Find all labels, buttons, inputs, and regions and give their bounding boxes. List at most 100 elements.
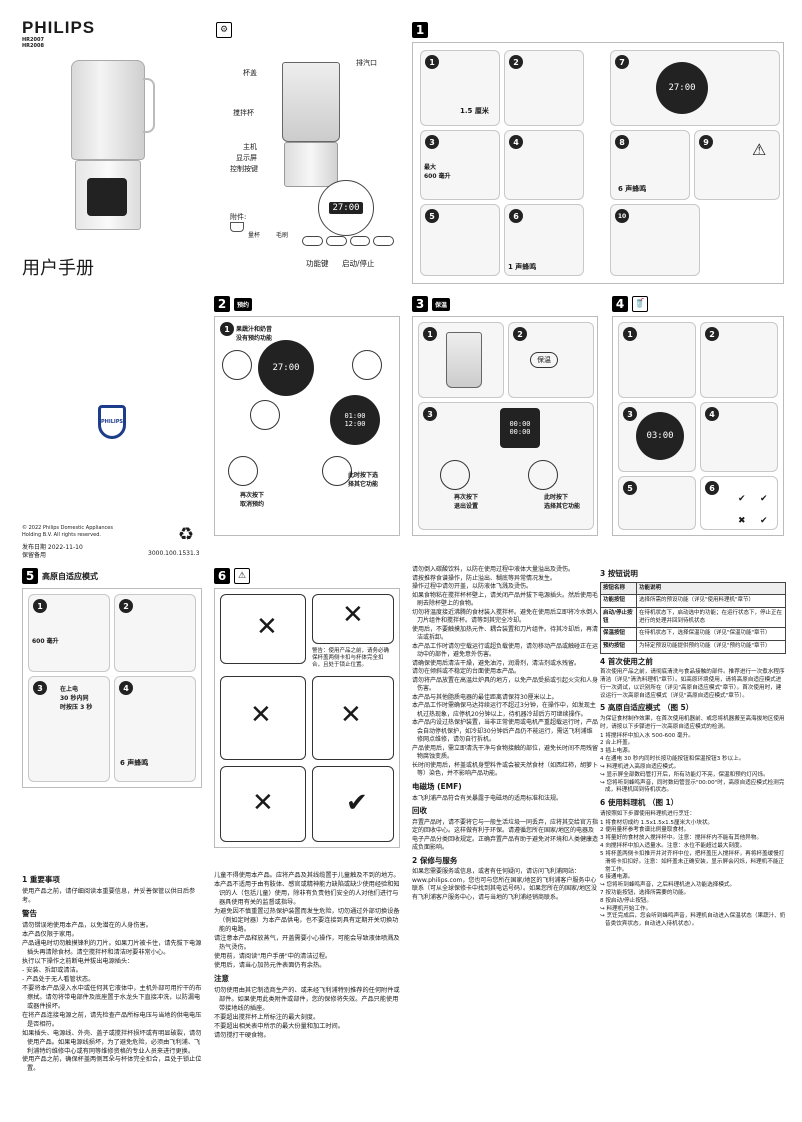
button-strip <box>302 236 394 246</box>
list-item: 5 将杯盖两侧卡扣推开并对齐杯中位，把杯盖压入搅拌杯，再将杯盖缓慢打滑将卡扣扣好… <box>600 850 785 873</box>
model-1: HR2007 <box>22 37 44 43</box>
reserve-btn-right <box>352 350 382 380</box>
list-item: 本产品内设过热保护装置，当非正常使用或电机严重超载运行时，产品会自动停机保护，如… <box>412 719 599 744</box>
altitude-press-label: 在上电 30 秒内同 时按压 3 秒 <box>60 686 93 711</box>
list-item: 2 合上杯盖。 <box>600 740 634 747</box>
list-item: 本产品工作时请勿空载运行或超负载使用，请勿移动产品或触碰正在运动中的部件，避免意… <box>412 642 599 659</box>
list-item: - 安装、拆卸或清洁。 <box>22 966 82 974</box>
list-item: 1 将食材切成约 1.5x1.5x1.5厘米大小块状。 <box>600 819 714 826</box>
warning-note: 警告：使用产品之前，请务必确保杯盖两侧卡扣与杯体完全扣合，且处于锁止位置。 <box>312 648 390 669</box>
list-item: 儿童不得使用本产品。应将产品及其线缆置于儿童触及不到的地方。 <box>214 872 400 879</box>
list-item: ↪ 料理机开始工作。 <box>600 905 652 912</box>
list-item: 7 按功能按钮，选择所需要的功能。 <box>600 890 690 896</box>
reserve-display: 27:00 <box>258 340 314 396</box>
list-item: 请按推荐食谱操作，防止溢出、糊底等异常情况发生。 <box>412 574 557 582</box>
reserve-note: 果蔬汁和奶昔 没有预约功能 <box>236 326 273 342</box>
list-item: 请勿将产品放置在高温灶炉具的地方，以免产品受损或引起火灾和人身伤害。 <box>412 676 599 693</box>
label-brush: 毛刷 <box>276 232 289 239</box>
parts-control-panel: 27:00 <box>318 180 374 236</box>
beep-6-label: 6 声蜂鸣 <box>618 185 647 193</box>
emf-text: 本飞利浦产品符合有关暴露于电磁场的适用标准和法规。 <box>412 794 563 802</box>
list-item: 如果插头、电源线、外壳、盖子或搅拌杯损坏或有明显破裂，请勿使用产品。如果电源线损… <box>22 1029 202 1055</box>
list-item: ↪ 您将听到蜂鸣声音，之后料理机进入功能选择模式。 <box>600 882 736 889</box>
label-accessories: 附件: <box>230 213 247 221</box>
list-item: 长时间使用后，杯盖或机身塑料件或会被天然食材（如西红柿，胡萝卜等）染色，并不影响… <box>412 761 599 778</box>
list-item: 如果食物粘在搅拌杯杯壁上，请关闭产品并拔下电源插头。然后使用毛刷去除杯壁上的食物… <box>412 591 599 608</box>
list-item: 1 将搅拌杯中加入水 500-600 毫升。 <box>600 732 694 739</box>
list-item: 4 在通电 30 秒内同时长按功能按钮和保温按钮3 秒以上。 <box>600 756 745 763</box>
keepwarm-other-btn <box>528 460 558 490</box>
list-item: 使用后，不要触摸加热元件、耦合装置和刀片组件。待其冷却后，再清洁或拆卸。 <box>412 625 599 642</box>
philips-shield-logo: PHILIPS <box>98 405 126 439</box>
intro: 使用产品之前，请仔细阅读本重要信息，并妥善保管以供日后参考。 <box>22 887 196 904</box>
cross-icon: ✕ <box>256 612 278 642</box>
table-row: 功能按钮选择所需的预设功能（详见"使用料理机"章节） <box>600 594 786 608</box>
cleaning-icon: 🥤 <box>632 296 648 312</box>
recycle-text: 弃置产品时，请不要将它与一般生活垃圾一同丢弃，应将其交给官方指定的回收中心。这样… <box>412 818 599 852</box>
table-row: 预约按钮为特定预设功能提供预约功能（详见"预约功能"章节） <box>600 639 786 654</box>
table-header: 按钮名称 <box>600 581 637 596</box>
list-item: ↪ 显示屏全部数码管打开后，所有功能灯不亮，保温和预约灯闪烁。 <box>600 771 769 778</box>
keepwarm-cancel-btn <box>440 460 470 490</box>
text-column-1: 1 重要事项 使用产品之前，请仔细阅读本重要信息，并妥善保管以供日后参考。 警告… <box>22 872 202 1074</box>
list-item: - 产品处于无人看管状态。 <box>22 975 95 983</box>
reserve-cancel-text: 再次按下 取消预约 <box>240 492 265 508</box>
button-table: 按钮名称功能说明 功能按钮选择所需的预设功能（详见"使用料理机"章节） 启动/停… <box>600 581 786 654</box>
list-item: 3 插上电源。 <box>600 748 634 755</box>
heading-important: 1 重要事项 <box>22 875 60 884</box>
list-item: ↪ 烹饪完成后，您会听到蜂鸣声音，料理机自动进入保温状态（果蔬汁、奶昔类饮宾状态… <box>600 913 786 928</box>
release-date: 发布日期 2022-11-10 <box>22 544 83 551</box>
label-base: 主机 <box>243 143 257 151</box>
keepwarm-other-text: 此时按下 选择其它功能 <box>544 494 581 510</box>
reserve-btn-left <box>222 350 252 380</box>
keepwarm-jar <box>446 332 482 388</box>
beep-1-label: 1 声蜂鸣 <box>508 263 537 271</box>
altitude-water-label: 600 毫升 <box>32 638 59 645</box>
heading-emf: 电磁场 (EMF) <box>412 781 462 791</box>
cross-icon-4: ✕ <box>340 700 362 730</box>
text-column-3: 请勿倒入碳酸饮料，以防在使用过程中液体大量溢出及烫伤。 请按推荐食谱操作，防止溢… <box>412 566 598 903</box>
list-item: 产品通电时切勿触摸锋利的刀片。如果刀片被卡住，请先拔下电源插头再清除食材。清空搅… <box>22 939 202 956</box>
service-text: 如果您需要服务或信息，或者有任何疑问，请访问飞利浦网站：www.philips.… <box>412 868 598 901</box>
label-jar: 搅拌杯 <box>233 109 254 117</box>
cover-title: 用户手册 <box>22 258 94 279</box>
reserve-other-text: 此时按下选 择其它功能 <box>348 472 379 488</box>
altitude-title: 高原自适应模式 <box>42 571 98 581</box>
list-item: 不要超出搅拌杯上所标注的最大刻度。 <box>214 1013 320 1021</box>
heading-recycle: 回收 <box>412 806 427 816</box>
heading-altitude: 5 高原自适应模式 （图 5） <box>600 703 694 713</box>
table-row: 启动/停止按钮在待机状态下，启动选中的功能；在运行状态下，停止正在进行的处理并回… <box>600 606 786 629</box>
panel-number: 3 <box>412 296 428 312</box>
list-item: 请勿错误地使用本产品，以免潜在的人身伤害。 <box>22 921 152 929</box>
table-row: 保温按钮在待机状态下，选择保温功能（详见"保温功能"章节） <box>600 627 786 641</box>
dishwasher-no-icon: ✖ <box>738 516 746 526</box>
recycle-icon: ♻ <box>178 524 195 545</box>
list-item: 切勿将温度接近沸腾的食材装入搅拌杯。避免在使用后立即将冷水倒入刀片组件和搅拌杯。… <box>412 608 599 625</box>
warning-triangle-icon: ⚠ <box>234 568 250 584</box>
list-item: 本产品与其他脂质电器的最佳距离请保持30厘米以上。 <box>412 693 558 701</box>
altitude-text: 为保证食材制作效果，在首次使用机器前、或您将机器搬至高海拔地区使用时，请按以下步… <box>600 715 785 730</box>
list-item: 不要超出相关表中所示的最大份量和加工时间。 <box>214 1022 344 1030</box>
label-func-key: 功能键 <box>306 259 329 268</box>
panel-number: 2 <box>214 296 230 312</box>
heading-first-use: 4 首次使用之前 <box>600 656 653 666</box>
list-item: 请勿在倾斜或不稳定的台面使用本产品。 <box>412 668 521 676</box>
altitude-beep-label: 6 声蜂鸣 <box>120 759 149 767</box>
list-item: 请确保使用后清洁干燥，避免油污，润滑剂，清洁剂或水残留。 <box>412 659 581 667</box>
list-item: 请勿搅打干硬食物。 <box>214 1031 270 1039</box>
label-control: 控制按键 <box>230 165 258 173</box>
text-column-4: 3 按钮说明 按钮名称功能说明 功能按钮选择所需的预设功能（详见"使用料理机"章… <box>600 566 786 929</box>
cross-icon-3: ✕ <box>250 700 272 730</box>
size-label: 1.5 厘米 <box>460 107 489 115</box>
panel-number: 5 <box>22 568 38 584</box>
list-item: 8 按启动/停止按钮。 <box>600 897 652 904</box>
list-item: 为避免因不慎重置过热保护装置而发生危险，切勿通过外部切换设备（例如定时器）为本产… <box>214 907 400 933</box>
panel-number: 1 <box>412 22 428 38</box>
list-item: 本产品工作时需确保马达持续运行不超过3分钟，在操作中，如发现主机过热现象，应停机… <box>412 702 596 718</box>
check-icon: ✔ <box>346 788 368 818</box>
first-use-text: 首次使用产品之前，请彻底清洗与食品接触的部件。推荐进行一次煮水程序清洁（详见"清… <box>600 669 785 699</box>
list-item: 不要将本产品浸入水中或任何其它液体中，主机外部可用拧干的布擦拭。请勿将带电部件及… <box>22 984 202 1010</box>
hot-warning-icon: ⚠ <box>752 140 767 159</box>
reserve-cancel-btn <box>228 456 258 486</box>
heading-buttons: 3 按钮说明 <box>600 569 638 578</box>
